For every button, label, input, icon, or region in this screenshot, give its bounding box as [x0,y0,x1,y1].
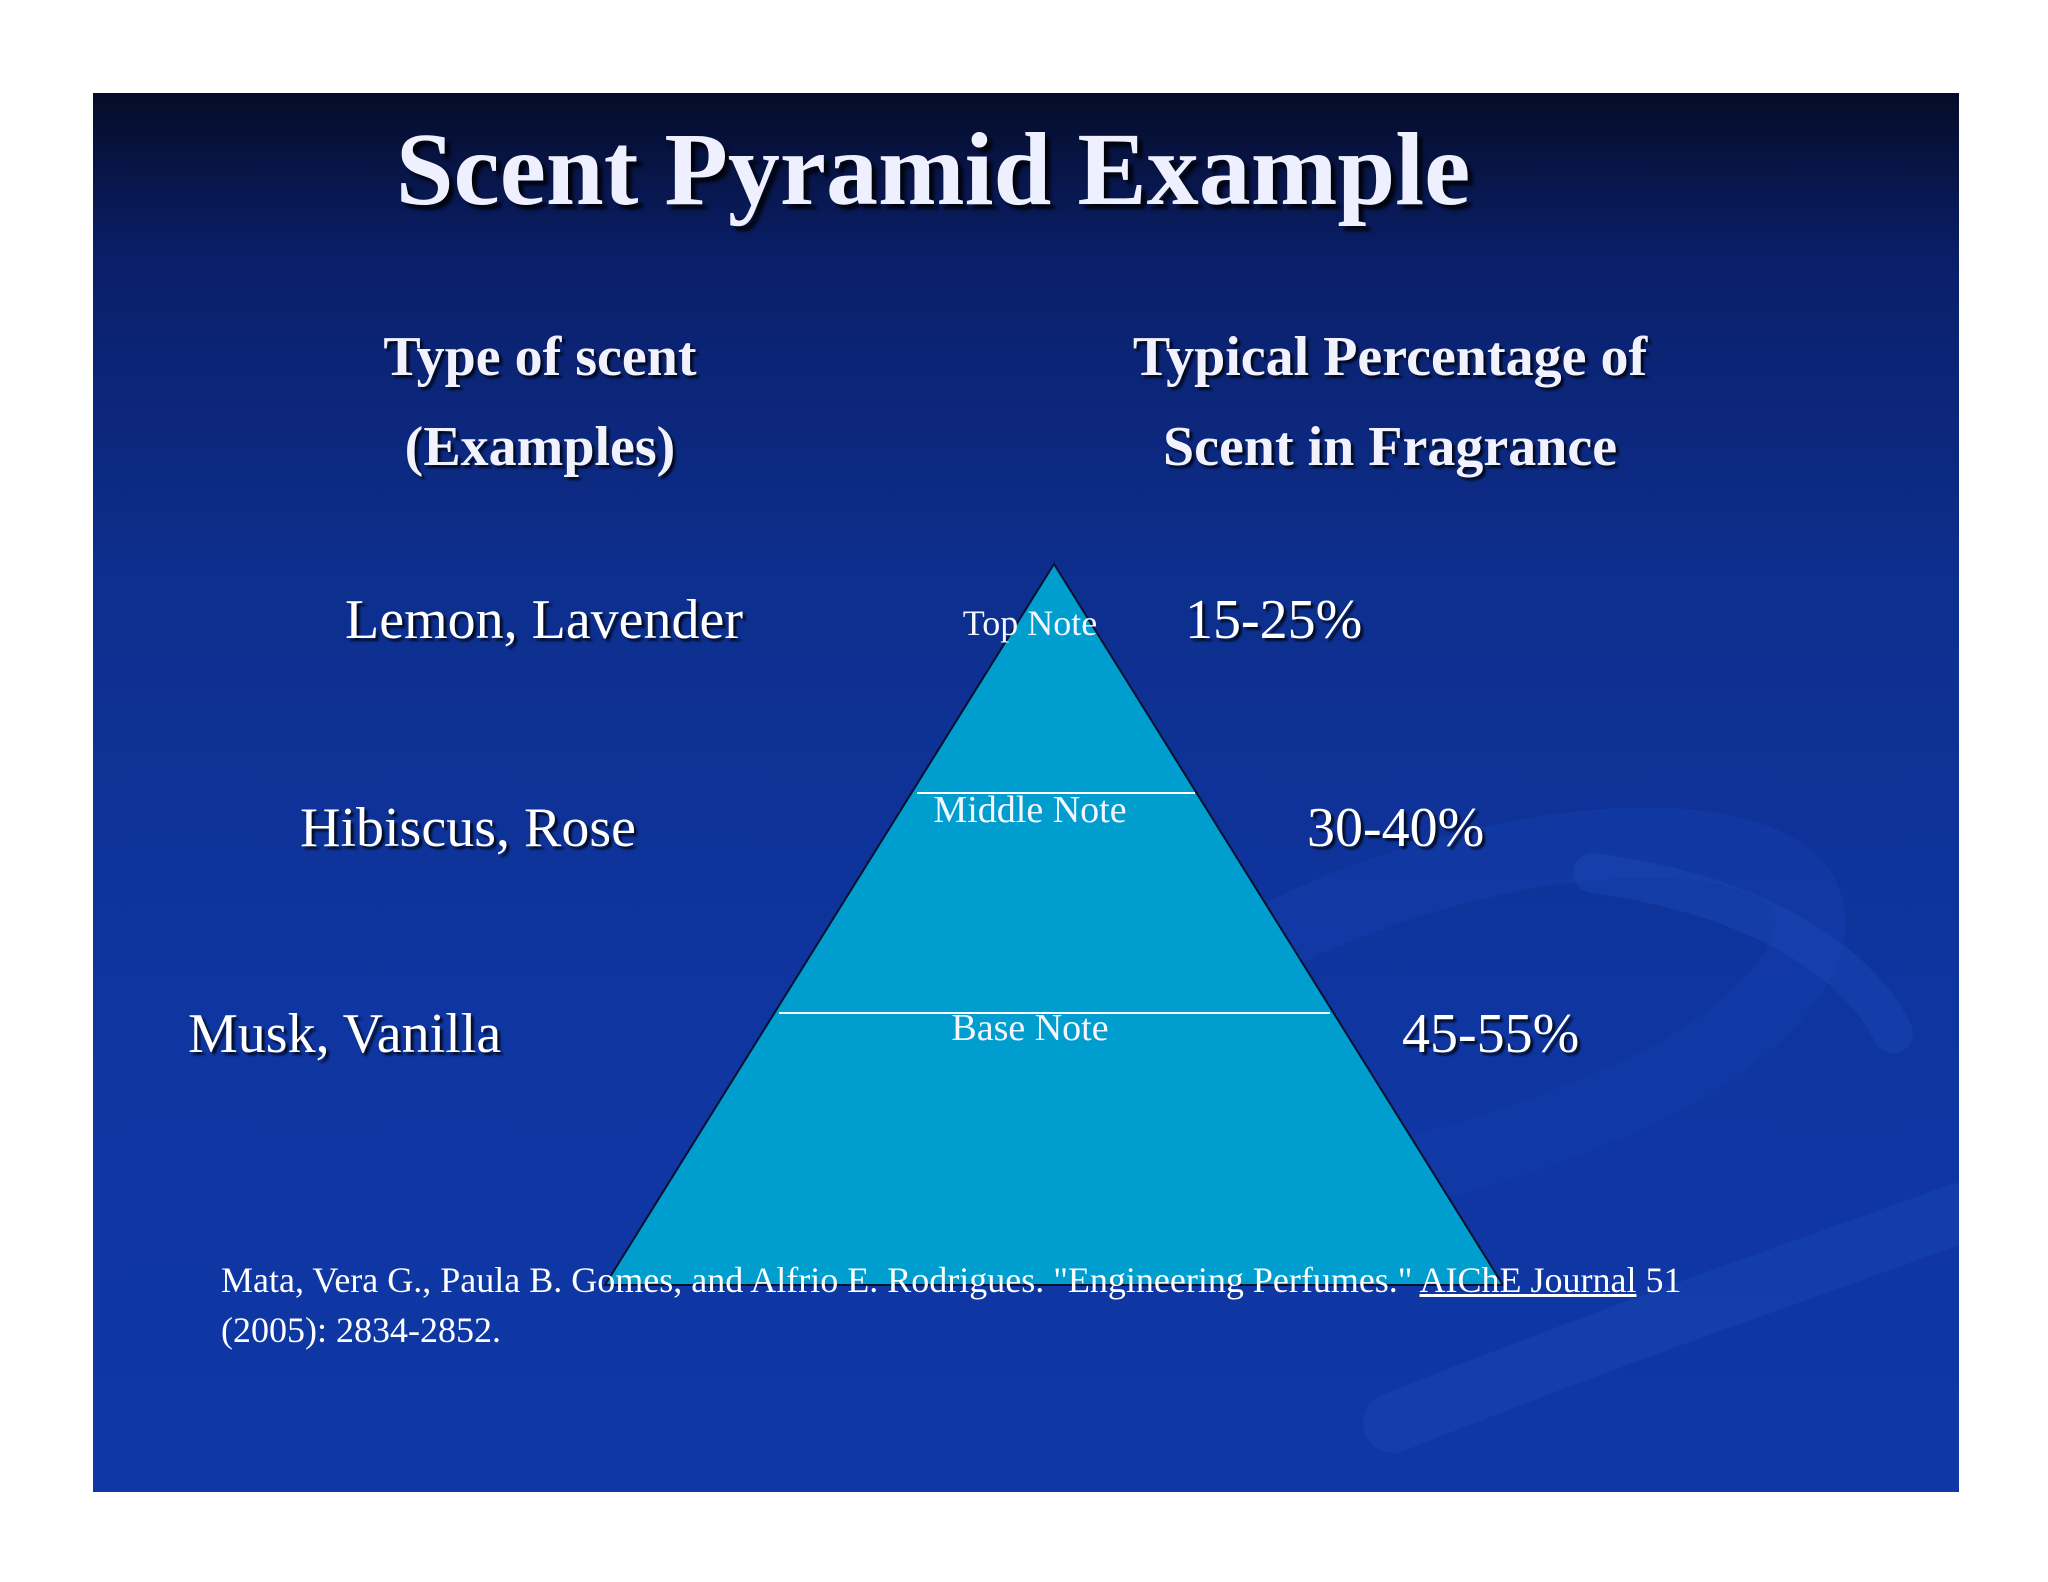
column-header-type-of-scent: Type of scent (Examples) [280,312,800,492]
pyramid-triangle [603,562,1505,1286]
column-header-percentage: Typical Percentage of Scent in Fragrance [1030,312,1750,492]
tier-label-middle-note: Middle Note [933,789,1127,831]
scent-pyramid [603,562,1505,1286]
citation-journal-link[interactable]: AIChE Journal [1419,1260,1637,1300]
percentage-base-note: 45-55% [1402,1003,1580,1065]
citation-details: 51 (2005): 2834-2852. [221,1260,1682,1350]
page-title: Scent Pyramid Example [395,112,1471,227]
examples-middle-note: Hibiscus, Rose [300,797,636,859]
column-header-line: Type of scent [383,326,697,388]
percentage-top-note: 15-25% [1185,589,1363,651]
examples-base-note: Musk, Vanilla [188,1003,502,1065]
citation-authors-title: Mata, Vera G., Paula B. Gomes, and Alfri… [221,1260,1413,1300]
citation: Mata, Vera G., Paula B. Gomes, and Alfri… [221,1255,1721,1355]
slide [93,93,1959,1492]
column-header-line: Typical Percentage of [1132,326,1648,388]
tier-label-top-note: Top Note [962,603,1098,643]
examples-top-note: Lemon, Lavender [345,589,744,651]
tier-label-base-note: Base Note [951,1007,1109,1049]
background-swirl-decoration [1208,807,1959,1453]
column-header-line: Scent in Fragrance [1162,416,1618,478]
column-header-line: (Examples) [404,416,676,478]
percentage-middle-note: 30-40% [1307,797,1485,859]
